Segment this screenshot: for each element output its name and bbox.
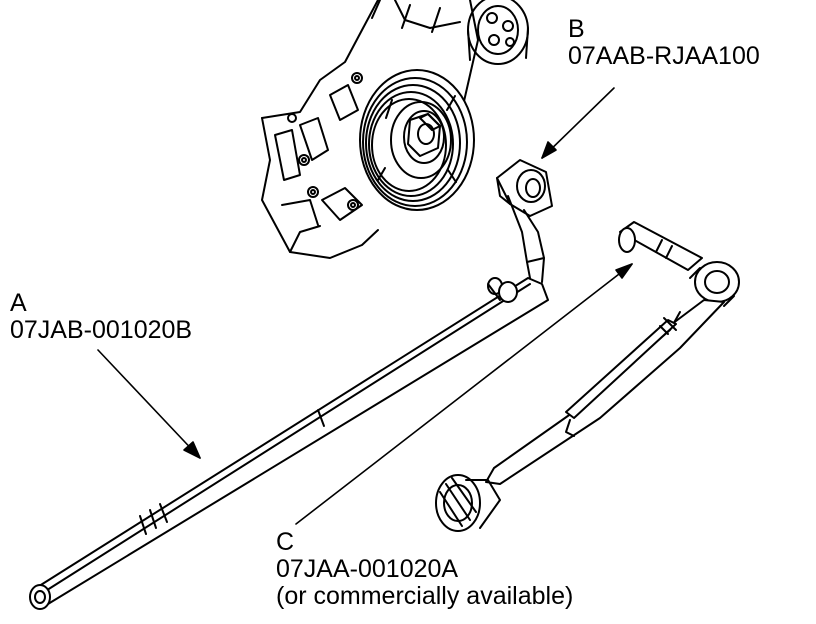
leader-lines — [97, 87, 633, 525]
callout-c-note: (or commercially available) — [276, 582, 574, 610]
leader-line-c — [295, 263, 633, 525]
torque-wrench — [435, 221, 740, 532]
callout-c: C 07JAA-001020A (or commercially availab… — [276, 529, 573, 610]
leader-line-a — [97, 349, 201, 459]
arrowhead-c — [615, 263, 633, 279]
callout-c-letter: C — [276, 528, 295, 556]
upper-pulley — [467, 0, 529, 65]
callout-a-part-number: 07JAB-001020B — [10, 316, 193, 344]
callout-a-letter: A — [10, 289, 27, 317]
callout-b: B 07AAB-RJAA100 — [568, 16, 760, 70]
callout-b-letter: B — [568, 15, 585, 43]
long-handle — [29, 277, 549, 610]
engine-block — [261, 0, 479, 259]
leader-line-b — [541, 87, 615, 159]
arrowhead-a — [183, 441, 201, 459]
crankshaft-pulley — [359, 69, 475, 211]
callout-c-part-number: 07JAA-001020A — [276, 555, 459, 583]
callout-b-part-number: 07AAB-RJAA100 — [568, 42, 760, 70]
callout-a: A 07JAB-001020B — [10, 290, 192, 344]
holder-attachment — [496, 159, 553, 283]
arrowhead-b — [541, 141, 557, 159]
